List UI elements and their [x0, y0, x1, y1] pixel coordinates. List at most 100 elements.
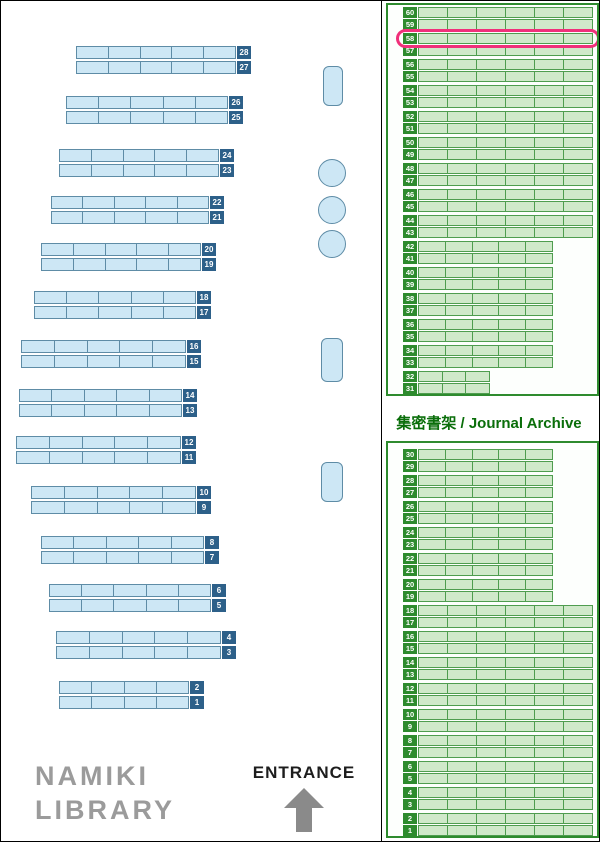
shelf-cell — [139, 537, 172, 548]
shelf-cell — [17, 452, 50, 463]
archive-row-14: 14 — [403, 657, 597, 668]
shelf-cell — [74, 537, 107, 548]
archive-row-number: 34 — [403, 345, 417, 356]
shelf-cell — [130, 487, 164, 498]
archive-cell — [526, 450, 552, 459]
shelf-cell — [153, 356, 185, 367]
archive-bar — [418, 293, 553, 304]
shelf-cell — [120, 341, 154, 352]
archive-bar — [418, 189, 593, 200]
shelf-bar — [41, 536, 204, 549]
archive-cell — [499, 566, 527, 575]
archive-cell — [564, 736, 592, 745]
archive-cell — [535, 202, 564, 211]
archive-cell — [419, 46, 448, 55]
archive-cell — [419, 592, 446, 601]
archive-cell — [535, 710, 564, 719]
shelf-cell — [88, 341, 121, 352]
archive-cell — [443, 384, 467, 393]
archive-cell — [499, 280, 527, 289]
archive-cell — [419, 462, 446, 471]
archive-row-number: 6 — [403, 761, 417, 772]
archive-cell — [564, 658, 592, 667]
archive-cell — [448, 632, 477, 641]
shelf-cell — [187, 165, 218, 176]
shelf-cell — [172, 47, 205, 58]
shelf-number: 18 — [197, 291, 211, 304]
shelf-cell — [50, 600, 83, 611]
archive-row-37: 37 — [403, 305, 597, 316]
shelf-cell — [147, 600, 179, 611]
shelf-cell — [55, 356, 88, 367]
archive-bar — [418, 305, 553, 316]
archive-cell — [506, 216, 535, 225]
archive-cell — [564, 124, 592, 133]
shelf-cell — [20, 405, 53, 416]
archive-cell — [477, 722, 506, 731]
shelf-cell — [123, 632, 156, 643]
archive-bar — [418, 201, 593, 212]
archive-row-24: 24 — [403, 527, 597, 538]
shelf-cell — [155, 632, 189, 643]
archive-row-number: 51 — [403, 123, 417, 134]
archive-cell — [473, 514, 500, 523]
archive-bar — [418, 513, 553, 524]
shelf-cell — [107, 552, 140, 563]
shelf-row-6: 6 — [49, 584, 226, 597]
shelf-cell — [98, 487, 131, 498]
archive-cell — [564, 72, 592, 81]
archive-bar — [418, 657, 593, 668]
archive-bar — [418, 241, 553, 252]
archive-cell — [419, 254, 446, 263]
archive-cell — [419, 632, 448, 641]
shelf-cell — [65, 487, 98, 498]
archive-cell — [535, 762, 564, 771]
archive-cell — [419, 514, 446, 523]
archive-cell — [526, 280, 552, 289]
archive-cell — [535, 98, 564, 107]
archive-cell — [535, 176, 564, 185]
shelf-row-5: 5 — [49, 599, 226, 612]
archive-row-7: 7 — [403, 747, 597, 758]
archive-cell — [506, 190, 535, 199]
archive-cell — [535, 696, 564, 705]
archive-cell — [526, 254, 552, 263]
shelf-number: 22 — [210, 196, 224, 209]
archive-row-number: 22 — [403, 553, 417, 564]
shelf-cell — [20, 390, 53, 401]
shelf-cell — [22, 341, 55, 352]
archive-cell — [506, 150, 535, 159]
shelf-row-7: 7 — [41, 551, 219, 564]
archive-cell — [564, 644, 592, 653]
shelf-bar — [56, 631, 221, 644]
archive-cell — [499, 268, 527, 277]
shelf-number: 23 — [220, 164, 234, 177]
archive-cell — [473, 554, 500, 563]
shelf-cell — [52, 212, 84, 223]
archive-cell — [499, 346, 527, 355]
archive-cell — [419, 112, 448, 121]
archive-cell — [535, 216, 564, 225]
archive-cell — [535, 164, 564, 173]
shelf-number: 27 — [237, 61, 251, 74]
shelf-bar — [31, 501, 196, 514]
shelf-cell — [67, 292, 100, 303]
archive-cell — [506, 176, 535, 185]
archive-cell — [477, 98, 506, 107]
archive-cell — [535, 800, 564, 809]
archive-cell — [564, 190, 592, 199]
shelf-number: 16 — [187, 340, 201, 353]
archive-cell — [506, 164, 535, 173]
archive-bar — [418, 683, 593, 694]
archive-bar — [418, 227, 593, 238]
shelf-cell — [99, 292, 132, 303]
archive-bar — [418, 371, 490, 382]
archive-cell — [564, 216, 592, 225]
archive-cell — [564, 150, 592, 159]
archive-cell — [535, 150, 564, 159]
